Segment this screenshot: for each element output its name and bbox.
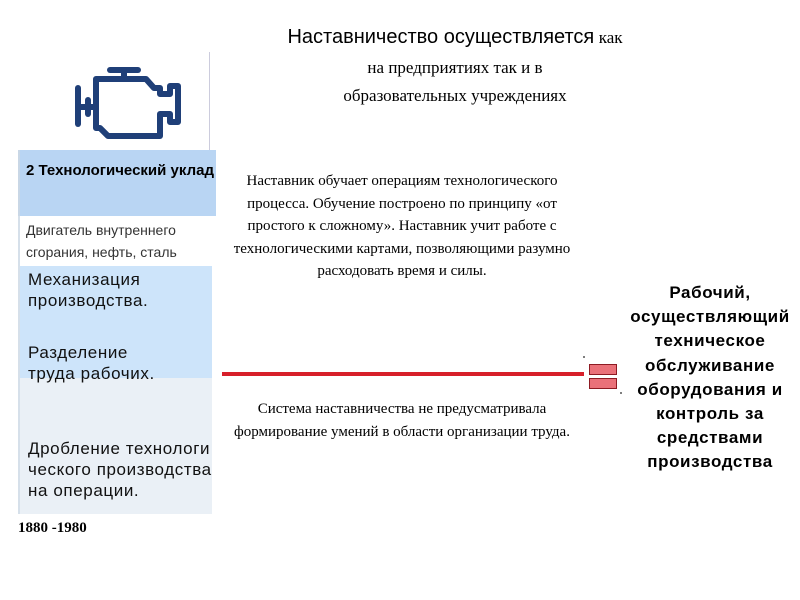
connector-line bbox=[222, 372, 584, 376]
order-subheader: Двигатель внутреннего сгорания, нефть, с… bbox=[26, 222, 177, 260]
title-line3: образовательных учреждениях bbox=[343, 86, 567, 105]
order-header: 2 Технологический уклад bbox=[26, 162, 214, 179]
title-line2: на предприятиях так и в bbox=[367, 58, 543, 77]
worker-definition: Рабочий, осуществляющий техническое обсл… bbox=[630, 283, 790, 472]
order-item-mechanization: Механизация производства. bbox=[28, 270, 149, 310]
order-header-cell: 2 Технологический уклад bbox=[18, 150, 216, 216]
title-line1-main: Наставничество осуществляется bbox=[287, 26, 595, 48]
equals-bar-top bbox=[589, 364, 617, 375]
divider-line bbox=[209, 52, 210, 152]
dot-marker bbox=[583, 356, 585, 358]
order-items-cell-bottom bbox=[18, 378, 212, 514]
order-subheader-cell: Двигатель внутреннего сгорания, нефть, с… bbox=[18, 216, 211, 266]
slide-title: Наставничество осуществляется как на пре… bbox=[220, 22, 690, 110]
order-item-division-of-labor: Разделение труда рабочих. bbox=[28, 343, 155, 383]
equals-bar-bottom bbox=[589, 378, 617, 389]
title-line1-tail: как bbox=[598, 28, 623, 47]
order-items-cell-top bbox=[18, 266, 212, 378]
technological-order-column: 2 Технологический уклад Двигатель внутре… bbox=[18, 150, 216, 514]
dot-marker bbox=[620, 392, 622, 394]
mentor-description: Наставник обучает операциям технологичес… bbox=[233, 173, 571, 279]
engine-icon bbox=[75, 67, 181, 139]
order-item-operations: Дробление технологического производства … bbox=[28, 439, 212, 500]
mentoring-limitation: Система наставничества не предусматривал… bbox=[234, 401, 570, 440]
years-label: 1880 -1980 bbox=[18, 520, 87, 536]
